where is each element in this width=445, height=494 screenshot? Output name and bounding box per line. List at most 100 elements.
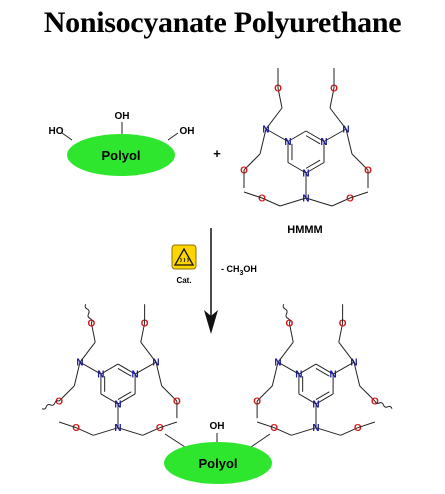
- bond: [359, 385, 376, 402]
- bond: [315, 368, 330, 377]
- hydroxyl-label-left: HO: [49, 126, 64, 137]
- catalyst-label: Cat.: [176, 276, 191, 285]
- bond: [265, 107, 283, 130]
- hydroxyl-label-right: OH: [180, 126, 195, 137]
- bond: [90, 323, 96, 343]
- bond: [305, 197, 333, 207]
- oxygen-atom: O: [141, 319, 149, 330]
- bond: [298, 393, 317, 405]
- bond: [291, 427, 317, 436]
- wavy-bond: [41, 400, 60, 410]
- oxygen-atom: O: [330, 84, 338, 95]
- bond: [93, 427, 119, 436]
- nitrogen-atom: N: [302, 194, 309, 205]
- bond: [140, 323, 146, 343]
- oxygen-atom: O: [258, 194, 266, 205]
- bond: [256, 385, 273, 402]
- oxygen-atom: O: [346, 194, 354, 205]
- hmmm-label: HMMM: [287, 224, 322, 236]
- wavy-bond: [84, 303, 93, 324]
- diagram-title: Nonisocyanate Polyurethane: [43, 6, 402, 39]
- polyol-label: Polyol: [101, 148, 140, 163]
- bond: [117, 393, 136, 405]
- bond: [142, 427, 161, 436]
- bond: [357, 421, 376, 429]
- bond: [155, 362, 163, 387]
- bond: [256, 421, 275, 429]
- nitrogen-atom: N: [329, 370, 336, 381]
- bond: [277, 361, 300, 375]
- product-polyol-label: Polyol: [198, 456, 237, 471]
- product-polyol-ellipse: [164, 442, 272, 484]
- oxygen-atom: O: [354, 423, 362, 434]
- bond: [100, 363, 119, 375]
- bond: [305, 159, 321, 169]
- hmmm-molecule: NNNNNNOOOOOO: [240, 68, 372, 207]
- oxygen-atom: O: [270, 423, 278, 434]
- bond: [340, 427, 359, 436]
- bond: [353, 362, 361, 387]
- bond: [73, 362, 81, 387]
- bond: [164, 433, 186, 448]
- bond: [331, 197, 351, 207]
- bond: [117, 368, 132, 377]
- bond: [100, 393, 119, 405]
- hydroxyl-label-top: OH: [115, 111, 130, 122]
- bond: [75, 427, 94, 436]
- nitrogen-atom: N: [312, 423, 319, 434]
- bond: [271, 362, 279, 387]
- bond: [287, 130, 307, 142]
- nitrogen-atom: N: [295, 370, 302, 381]
- bond: [298, 363, 317, 375]
- bond: [140, 341, 157, 363]
- bond: [329, 107, 347, 130]
- oxygen-atom: O: [286, 319, 294, 330]
- bond: [134, 361, 157, 375]
- bond: [338, 341, 355, 363]
- bond: [315, 393, 334, 405]
- product-hydroxyl-label: OH: [210, 421, 225, 432]
- bond: [288, 323, 294, 343]
- bond: [323, 128, 347, 142]
- bond: [261, 197, 281, 207]
- bond: [329, 87, 335, 109]
- reactant-polyol: Polyol HO OH OH: [49, 111, 195, 176]
- bond: [305, 130, 325, 142]
- bond: [338, 323, 344, 343]
- byproduct-label: - CH3OH: [221, 264, 257, 277]
- bond: [265, 128, 289, 142]
- nitrogen-atom: N: [320, 137, 327, 148]
- bond: [277, 341, 294, 363]
- product-polyol: Polyol OH: [164, 421, 272, 484]
- product-network: NNNNNNOOOOOONNNNNNOOOOOO: [41, 303, 393, 448]
- bond: [332, 361, 355, 375]
- bond: [351, 153, 369, 171]
- plus-sign: +: [213, 146, 221, 161]
- nitrogen-atom: N: [97, 370, 104, 381]
- bond: [243, 153, 261, 171]
- bond: [305, 162, 325, 174]
- oxygen-atom: O: [274, 84, 282, 95]
- bond: [315, 427, 341, 436]
- nitrogen-atom: N: [131, 370, 138, 381]
- bond: [79, 361, 102, 375]
- wavy-bond: [282, 303, 291, 324]
- bond: [345, 128, 353, 155]
- bond: [79, 341, 96, 363]
- bond: [58, 385, 75, 402]
- nitrogen-atom: N: [284, 137, 291, 148]
- bond: [349, 191, 369, 199]
- bond: [315, 391, 330, 400]
- bond: [161, 385, 178, 402]
- bond: [277, 87, 283, 109]
- bond: [117, 427, 143, 436]
- reaction-arrow: [204, 228, 218, 334]
- bond: [315, 363, 334, 375]
- bond: [117, 391, 132, 400]
- polyol-ellipse: [67, 134, 175, 176]
- bond: [305, 135, 321, 145]
- bond: [243, 191, 263, 199]
- hot-surface-warning-icon: [171, 244, 197, 270]
- bond: [279, 197, 307, 207]
